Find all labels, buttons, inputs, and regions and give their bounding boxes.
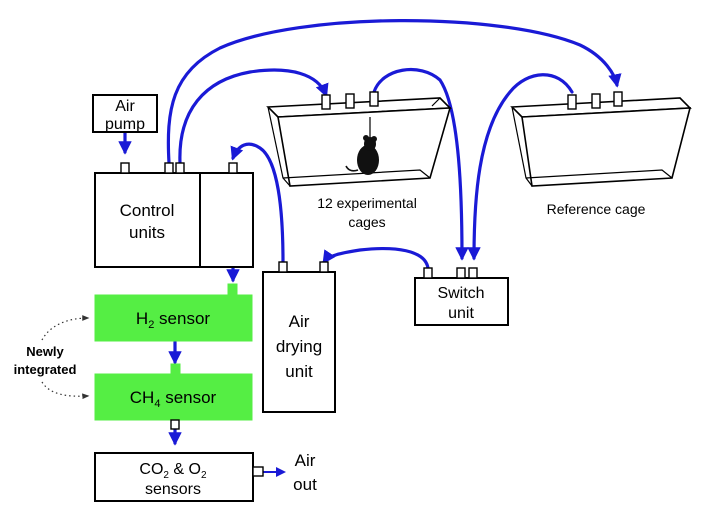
annotation-line-2: integrated <box>14 362 77 377</box>
co2-o2-label-2: sensors <box>145 481 201 498</box>
air-pump-label-2: pump <box>105 116 145 133</box>
air-drying-label-1: Air <box>289 312 310 331</box>
tube-reference-to-switch <box>467 73 574 261</box>
ch4-prefix: CH <box>130 388 155 407</box>
control-units-label-2: units <box>129 223 165 242</box>
air-pump: Air pump <box>92 94 158 133</box>
air-drying-label-2: drying <box>276 337 322 356</box>
switch-unit-label-2: unit <box>448 305 474 322</box>
air-out-label-2: out <box>293 475 317 494</box>
tube-drying-to-control <box>230 142 285 264</box>
experimental-cages-label-1: 12 experimental <box>317 195 417 211</box>
switch-unit-label-1: Switch <box>437 285 484 302</box>
co2-o2-sensors: CO2 & O2 sensors <box>94 452 264 502</box>
control-units: Control units <box>94 162 254 268</box>
air-drying-unit: Air drying unit <box>262 261 336 413</box>
reference-cage <box>510 91 692 187</box>
experimental-cage <box>266 91 452 187</box>
annotation-line-1: Newly <box>26 344 64 359</box>
air-out-label-1: Air <box>295 451 316 470</box>
ch4-subscript: 4 <box>154 398 160 410</box>
h2-suffix: sensor <box>154 309 210 328</box>
ch4-suffix: sensor <box>160 388 216 407</box>
h2-subscript: 2 <box>148 319 154 331</box>
control-units-label-1: Control <box>120 201 175 220</box>
tube-switch-to-drying <box>322 247 430 270</box>
ch4-sensor-label: CH4 sensor <box>130 388 217 410</box>
co2-prefix: CO <box>139 461 163 478</box>
tube-control-to-experimental <box>178 68 329 165</box>
o2-subscript: 2 <box>201 470 207 481</box>
air-pump-label-1: Air <box>115 98 135 115</box>
mouse-icon <box>345 135 379 175</box>
co2-o2-label-1: CO2 & O2 <box>139 461 207 481</box>
h2-sensor: H2 sensor <box>94 283 253 342</box>
co2-subscript: 2 <box>163 470 169 481</box>
h2-sensor-label: H2 sensor <box>136 309 210 331</box>
tube-control-to-reference <box>166 19 622 165</box>
reference-cage-label: Reference cage <box>547 201 646 217</box>
ch4-sensor: CH4 sensor <box>94 363 253 430</box>
switch-unit: Switch unit <box>414 267 509 326</box>
newly-integrated-annotation: Newly integrated <box>14 315 90 400</box>
tube-experimental-to-switch <box>372 67 469 261</box>
o2-prefix: & O <box>169 461 201 478</box>
h2-prefix: H <box>136 309 148 328</box>
air-drying-label-3: unit <box>285 362 313 381</box>
experimental-cages-label-2: cages <box>348 214 385 230</box>
